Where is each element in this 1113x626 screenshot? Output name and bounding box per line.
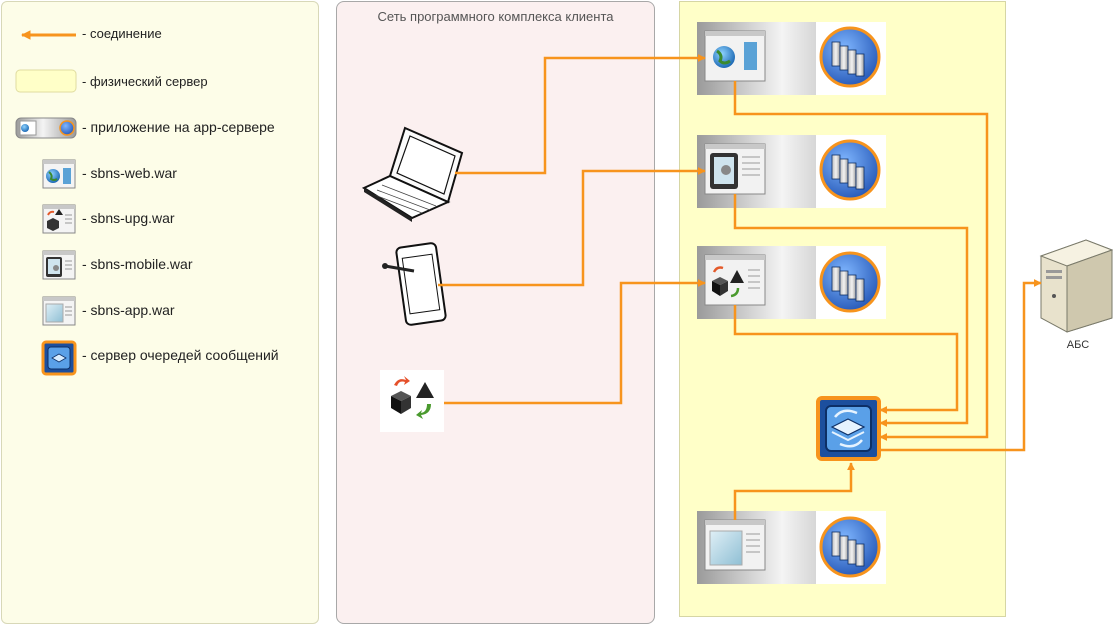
legend-physical-server-swatch bbox=[15, 69, 77, 93]
connection-mobile-to-mq bbox=[733, 194, 969, 428]
connection-upg-to-mq bbox=[733, 305, 959, 415]
connection-mq-to-abs bbox=[880, 278, 1042, 452]
server-bar-web bbox=[697, 22, 886, 95]
server-bar-app bbox=[697, 511, 886, 584]
legend-app-war-icon bbox=[42, 296, 76, 326]
legend-app-on-server-label: - приложение на app-сервере bbox=[82, 119, 275, 135]
legend-mq-server-label: - сервер очередей сообщений bbox=[82, 347, 279, 363]
legend-connection-label: - соединение bbox=[82, 26, 162, 41]
legend-app-on-server-icon bbox=[15, 117, 77, 139]
server-bar-mobile bbox=[697, 135, 886, 208]
legend-mobile-war-icon bbox=[42, 250, 76, 280]
upg-client-icon bbox=[380, 370, 444, 432]
legend-upg-war-icon bbox=[42, 204, 76, 234]
server-bar-upg bbox=[697, 246, 886, 319]
legend-app-war-label: - sbns-app.war bbox=[82, 302, 175, 318]
connection-laptop-to-web bbox=[455, 53, 706, 175]
connection-lines bbox=[438, 53, 1042, 520]
abs-server-icon bbox=[1039, 239, 1113, 333]
tablet-icon bbox=[382, 242, 447, 326]
connection-upg-client-to-upg bbox=[444, 278, 706, 405]
connection-app-to-mq bbox=[733, 462, 856, 520]
abs-label: АБС bbox=[1066, 339, 1090, 351]
client-network-title: Сеть программного комплекса клиента bbox=[377, 9, 614, 24]
legend-mobile-war-label: - sbns-mobile.war bbox=[82, 256, 193, 272]
connection-web-to-mq bbox=[733, 81, 989, 442]
mq-server-icon bbox=[816, 396, 881, 461]
legend-web-war-icon bbox=[42, 159, 76, 189]
laptop-icon bbox=[361, 126, 464, 222]
client-network-panel: Сеть программного комплекса клиента bbox=[336, 1, 655, 624]
legend-web-war-label: - sbns-web.war bbox=[82, 165, 177, 181]
legend-mq-server-icon bbox=[41, 340, 77, 376]
legend-physical-server-label: - физический сервер bbox=[82, 74, 208, 89]
connection-tablet-to-mobile bbox=[438, 166, 706, 287]
legend-upg-war-label: - sbns-upg.war bbox=[82, 210, 175, 226]
